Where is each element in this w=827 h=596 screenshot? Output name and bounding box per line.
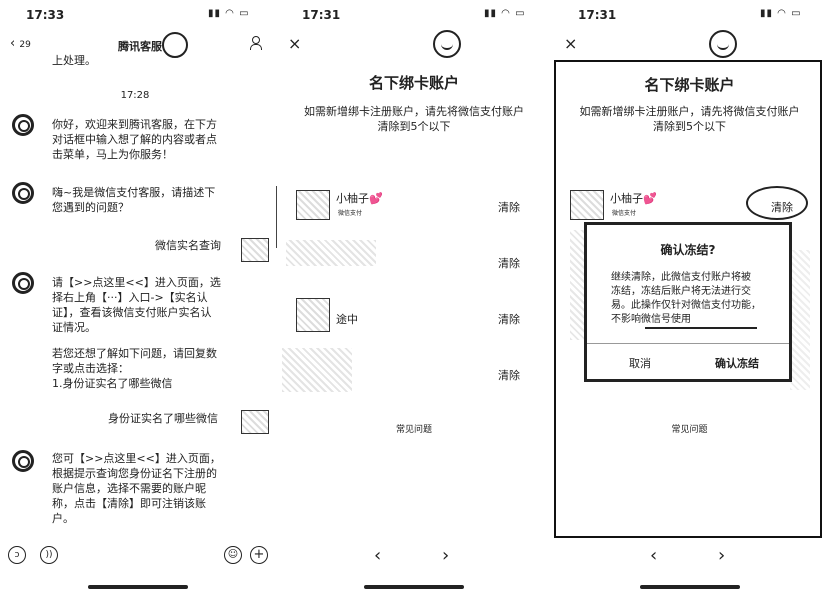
dialog-title: 确认冻结?: [660, 243, 716, 257]
panel-accounts: 17:31 ▮▮ ◠ ▭ × 名下绑卡账户 如需新增绑卡注册账户，请先将微信支付…: [276, 0, 552, 596]
cancel-button[interactable]: 取消: [629, 357, 651, 370]
wechat-pay-logo-icon: [709, 30, 737, 58]
message-clear-guide: 您可【>>点这里<<】进入页面， 根据提示查询您身份证名下注册的 账户信息，选择…: [52, 452, 221, 525]
status-icons: ▮▮ ◠ ▭: [208, 8, 250, 19]
account-avatar: [282, 348, 352, 392]
account-avatar: [790, 250, 810, 390]
service-avatar-icon: [12, 272, 34, 294]
clear-button[interactable]: 清除: [498, 369, 520, 382]
account-subtitle: 微信支付: [338, 210, 363, 217]
page-title: 名下绑卡账户: [644, 76, 735, 94]
back-nav-icon[interactable]: ‹: [650, 545, 658, 566]
user-message-realname: 微信实名查询: [155, 239, 221, 252]
dialog-divider: [587, 343, 789, 344]
message-welcome: 你好，欢迎来到腾讯客服，在下方 对话框中输入想了解的内容或者点 击菜单，马上为你…: [52, 118, 217, 161]
account-avatar: [570, 190, 604, 220]
home-indicator: [88, 585, 188, 589]
account-avatar: [286, 240, 376, 266]
service-avatar-icon: [12, 450, 34, 472]
panel-freeze: 17:31 ▮▮ ◠ ▭ × 名下绑卡账户 如需新增绑卡注册账户，请先将微信支付…: [552, 0, 827, 596]
confirm-freeze-dialog: 确认冻结? 继续清除，此微信支付账户将被 冻结，冻结后账户将无法进行交 易。此操…: [584, 222, 792, 382]
audio-icon[interactable]: )): [40, 546, 58, 564]
clear-button[interactable]: 清除: [498, 257, 520, 270]
logo-icon: [162, 32, 188, 58]
close-icon[interactable]: ×: [288, 34, 302, 53]
message-prompt: 嗨~我是微信支付客服，请描述下 您遇到的问题？: [52, 186, 216, 214]
page-description: 如需新增绑卡注册账户，请先将微信支付账户 清除到5个以下: [579, 105, 800, 133]
page-title: 名下绑卡账户: [368, 74, 459, 92]
message-options: 若您还想了解如下问题，请回复数 字或点击选择： 1.身份证实名了哪些微信: [52, 347, 217, 390]
back-nav-icon[interactable]: ‹: [374, 545, 382, 566]
forward-nav-icon[interactable]: ›: [442, 545, 450, 566]
chevron-left-icon: ‹: [10, 36, 16, 51]
warning-underline: [645, 327, 757, 329]
highlight-frame: [554, 60, 822, 538]
emoji-icon[interactable]: ☺: [224, 546, 242, 564]
service-avatar-icon: [12, 114, 34, 136]
unread-count: 29: [19, 40, 31, 50]
partial-message: 上处理。: [52, 54, 96, 67]
account-name: 途中: [336, 313, 358, 326]
status-time: 17:31: [578, 8, 617, 22]
back-button[interactable]: ‹ 29: [10, 36, 31, 51]
account-name: 小柚子💕: [610, 192, 657, 205]
status-icons: ▮▮ ◠ ▭: [484, 8, 526, 19]
panel-chat: 17:33 ▮▮ ◠ ▭ ‹ 29 腾讯客服 上处理。 17:28 你好，欢迎来…: [0, 0, 275, 596]
user-avatar: [241, 238, 269, 262]
message-realname-guide: 请【>>点这里<<】进入页面，选 择右上角【···】入口->【实名认 证】，查看…: [52, 276, 221, 334]
clear-button[interactable]: 清除: [498, 201, 520, 214]
user-icon[interactable]: [250, 36, 262, 50]
faq-link[interactable]: 常见问题: [395, 425, 432, 435]
voice-icon[interactable]: ↄ: [8, 546, 26, 564]
clear-button[interactable]: 清除: [771, 201, 793, 214]
status-time: 17:31: [302, 8, 341, 22]
confirm-freeze-button[interactable]: 确认冻结: [715, 357, 759, 370]
account-name: 小柚子💕: [336, 192, 383, 205]
timestamp: 17:28: [120, 90, 150, 101]
add-icon[interactable]: +: [250, 546, 268, 564]
chat-title: 腾讯客服: [118, 40, 162, 53]
faq-link[interactable]: 常见问题: [671, 425, 708, 435]
close-icon[interactable]: ×: [564, 34, 578, 53]
account-subtitle: 微信支付: [612, 210, 637, 217]
forward-nav-icon[interactable]: ›: [718, 545, 726, 566]
status-time: 17:33: [26, 8, 65, 22]
page-description: 如需新增绑卡注册账户，请先将微信支付账户 清除到5个以下: [304, 105, 524, 133]
clear-highlight-circle: [746, 186, 808, 220]
clear-button[interactable]: 清除: [498, 313, 520, 326]
list-divider: [276, 186, 277, 248]
home-indicator: [364, 585, 464, 589]
home-indicator: [640, 585, 740, 589]
user-message-idcard: 身份证实名了哪些微信: [108, 412, 218, 425]
dialog-body: 继续清除，此微信支付账户将被 冻结，冻结后账户将无法进行交 易。此操作仅针对微信…: [611, 272, 761, 325]
account-avatar: [296, 190, 330, 220]
wechat-pay-logo-icon: [433, 30, 461, 58]
account-avatar: [296, 298, 330, 332]
user-avatar: [241, 410, 269, 434]
service-avatar-icon: [12, 182, 34, 204]
status-icons: ▮▮ ◠ ▭: [760, 8, 802, 19]
